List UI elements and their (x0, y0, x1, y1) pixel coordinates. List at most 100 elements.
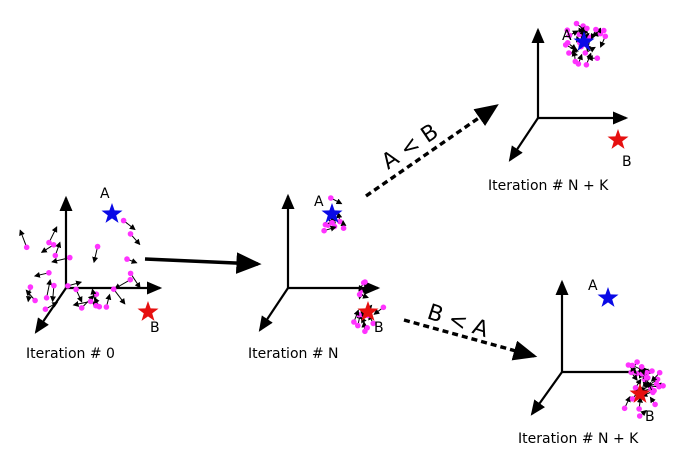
particle-dot (46, 239, 52, 246)
axis-z (34, 287, 67, 334)
particle-dot (364, 325, 371, 331)
particle-cluster-b (621, 359, 666, 419)
star-shape (357, 301, 379, 321)
particle-dot (43, 295, 50, 301)
particle-dot (566, 32, 573, 39)
axis-z (508, 117, 539, 162)
particle-dot (27, 284, 34, 290)
particle-dot (566, 50, 572, 56)
particle-dot (356, 291, 363, 298)
particle-dot (127, 270, 134, 277)
particle-dot (649, 368, 655, 374)
panel-iteration-n: A B Iteration # N (248, 193, 387, 362)
star-shape (607, 129, 629, 149)
panel-iteration-0: A B Iteration # 0 (19, 186, 163, 362)
particle-dot (328, 195, 334, 201)
star-b-icon (357, 301, 379, 321)
particle-dot (355, 322, 361, 329)
label-a: A (588, 278, 598, 294)
particle-dot (582, 50, 589, 56)
star-shape (597, 287, 619, 307)
velocity-arrow (114, 279, 131, 289)
star-a-icon (573, 31, 595, 51)
particle-dot (120, 217, 127, 224)
particle-dot (644, 369, 650, 376)
particle-dot (370, 320, 377, 327)
particle-dot (564, 27, 571, 33)
particle-dot (638, 364, 645, 370)
particle-swarm (19, 217, 141, 313)
particle-dot (583, 62, 590, 68)
particle-dot (576, 31, 583, 38)
caption-iteration-0: Iteration # 0 (26, 346, 115, 362)
particle-dot (584, 25, 590, 32)
particle-dot (110, 286, 117, 293)
panel-iteration-n-plus-k-upper: A B Iteration # N + K (488, 20, 632, 194)
particle-dot (87, 298, 94, 305)
particle-dot (656, 369, 663, 376)
particle-dot (636, 406, 642, 412)
particle-dot (380, 304, 387, 311)
velocity-arrow (19, 229, 28, 248)
particle-dot (321, 227, 327, 234)
particle-dot (650, 389, 656, 396)
particle-dot (629, 396, 636, 402)
particle-dot (632, 385, 639, 391)
velocity-arrow (113, 288, 126, 305)
particle-dot (593, 26, 599, 33)
particle-dot (52, 252, 59, 259)
particle-dot (656, 383, 662, 390)
particle-dot (46, 270, 52, 276)
label-a: A (314, 194, 324, 210)
particle-dot (42, 306, 49, 313)
lower-transition-arrow (403, 318, 538, 361)
star-shape (137, 301, 159, 321)
particle-dot (572, 58, 579, 65)
particle-dot (329, 219, 335, 226)
star-b-icon (607, 129, 629, 149)
particle-dot (652, 401, 658, 408)
particle-dot (602, 33, 609, 40)
particle-dot (564, 40, 571, 46)
star-shape (321, 203, 343, 223)
particle-dot (573, 20, 580, 27)
star-b-icon (629, 383, 651, 403)
velocity-arrow (130, 273, 141, 289)
star-b-icon (137, 301, 159, 321)
label-a: A (100, 186, 110, 202)
star-a-icon (597, 287, 619, 307)
star-shape (101, 203, 123, 223)
axis-z (530, 371, 563, 416)
axis-z (258, 287, 289, 332)
label-b: B (622, 154, 632, 170)
particle-dot (94, 243, 101, 250)
label-b: B (374, 320, 384, 336)
axes (508, 27, 629, 162)
star-shape (629, 383, 651, 403)
star-a-icon (321, 203, 343, 223)
particle-dot (351, 319, 357, 325)
particle-dot (51, 282, 57, 289)
velocity-arrow (46, 279, 53, 298)
particle-dot (50, 242, 57, 248)
particle-dot (93, 302, 99, 309)
particle-dot (594, 55, 601, 61)
velocity-arrow (51, 257, 70, 264)
particle-dot (67, 254, 73, 261)
particle-dot (621, 405, 628, 412)
particle-dot (643, 374, 650, 381)
particle-dot (362, 279, 368, 285)
particle-cluster-a (321, 195, 347, 234)
caption-iteration-n-plus-k-upper: Iteration # N + K (488, 178, 609, 194)
particle-dot (73, 286, 79, 293)
particle-dot (124, 256, 130, 262)
particle-dot (103, 304, 110, 310)
particle-dot (634, 359, 640, 365)
panel-iteration-n-plus-k-lower: A B Iteration # N + K (518, 278, 666, 447)
label-b: B (150, 320, 160, 336)
particle-dot (322, 221, 329, 228)
particle-dot (601, 27, 607, 34)
particle-dot (32, 297, 38, 304)
caption-iteration-n-plus-k-lower: Iteration # N + K (518, 431, 639, 447)
